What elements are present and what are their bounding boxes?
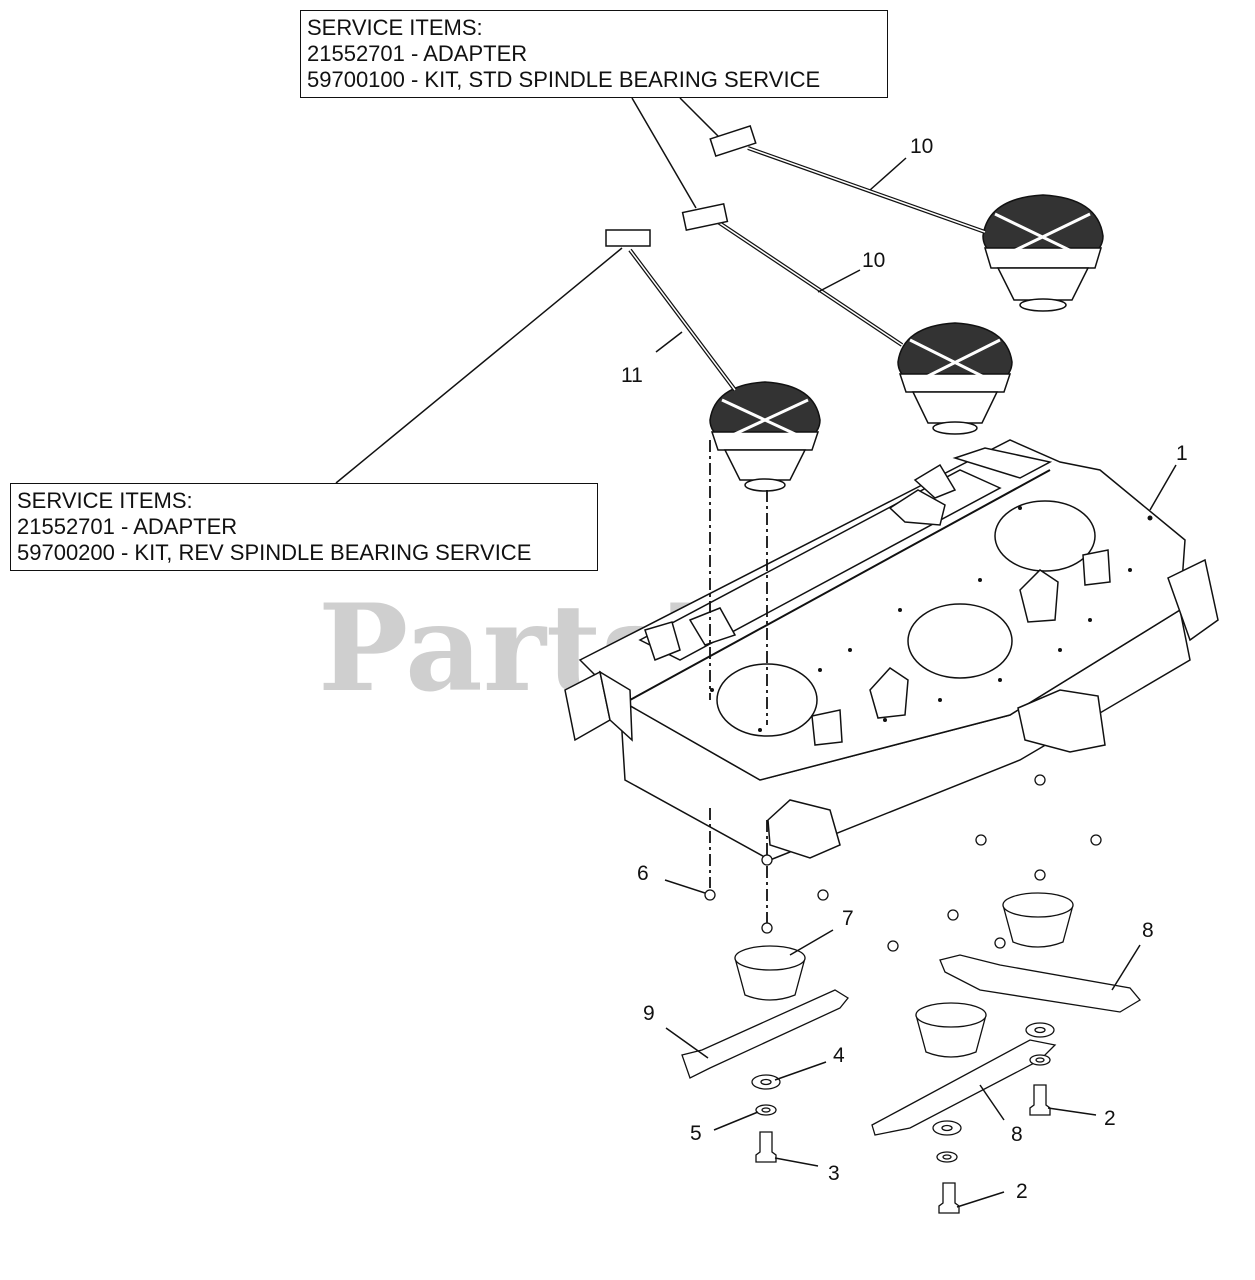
callout-numbers: 1 2 2 3 4 5 6 7 8 8 9 10 10 11: [621, 135, 1188, 1203]
callout-2a: 2: [1104, 1107, 1116, 1130]
service-items-heading: SERVICE ITEMS:: [17, 488, 193, 513]
deck-holes: [710, 506, 1153, 732]
service-items-box-std: SERVICE ITEMS: 21552701 - ADAPTER 597001…: [300, 10, 888, 98]
callout-1: 1: [1176, 442, 1188, 465]
callout-7: 7: [842, 907, 854, 930]
callout-2b: 2: [1016, 1180, 1028, 1203]
callout-10b: 10: [862, 249, 885, 272]
wire-harnesses: [605, 125, 986, 392]
service-item-std-kit: 59700100 - KIT, STD SPINDLE BEARING SERV…: [307, 67, 821, 92]
spindle-assembly-right: [982, 194, 1104, 312]
service-item-adapter: 21552701 - ADAPTER: [307, 41, 528, 66]
callout-11: 11: [621, 364, 643, 387]
service-item-adapter: 21552701 - ADAPTER: [17, 514, 238, 539]
service-items-heading: SERVICE ITEMS:: [307, 15, 483, 40]
alignment-lines: [709, 440, 768, 935]
hardware: [681, 774, 1141, 1214]
service-leader-lines: [335, 97, 721, 484]
callout-9: 9: [643, 1002, 655, 1025]
callout-6: 6: [637, 862, 649, 885]
service-item-rev-kit: 59700200 - KIT, REV SPINDLE BEARING SERV…: [17, 540, 532, 565]
callout-8b: 8: [1011, 1123, 1023, 1146]
spindle-assembly-left: [709, 381, 821, 492]
callout-5: 5: [690, 1122, 702, 1145]
callout-leaders: [655, 157, 1177, 1208]
callout-10a: 10: [910, 135, 933, 158]
spindle-assembly-center: [897, 322, 1013, 435]
callout-8a: 8: [1142, 919, 1154, 942]
callout-4: 4: [833, 1044, 845, 1067]
service-items-box-rev: SERVICE ITEMS: 21552701 - ADAPTER 597002…: [10, 483, 598, 571]
mower-deck: [564, 439, 1219, 861]
callout-3: 3: [828, 1162, 840, 1185]
